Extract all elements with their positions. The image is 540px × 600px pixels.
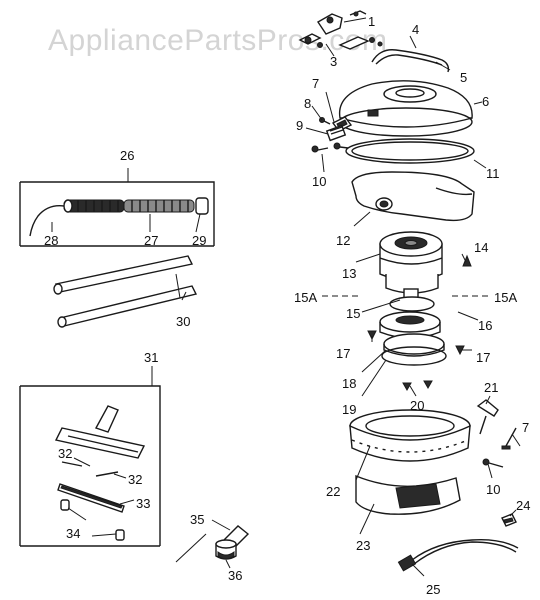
callout-5: 5: [460, 70, 467, 85]
part-29-cuff: [195, 197, 209, 215]
callout-17-left: 17: [336, 346, 350, 361]
callout-9: 9: [296, 118, 303, 133]
part-33-squeegee-strip: [57, 483, 125, 513]
callout-14: 14: [474, 240, 488, 255]
callout-7-lower: 7: [522, 420, 529, 435]
callout-15a-left: 15A: [294, 290, 317, 305]
callout-15a-right: 15A: [494, 290, 517, 305]
part-34-plugs: [60, 499, 125, 541]
part-10-screw-lower: [482, 458, 504, 468]
callout-6: 6: [482, 94, 489, 109]
part-25-power-cord: [397, 538, 519, 572]
part-28-wand-bend: [29, 199, 73, 237]
callout-18: 18: [342, 376, 356, 391]
callout-13: 13: [342, 266, 356, 281]
part-6-motor-cover: [338, 80, 473, 137]
part-32-squeegees: [61, 461, 119, 477]
callout-30: 30: [176, 314, 190, 329]
part-26-hose-frame: [19, 168, 215, 247]
callout-23: 23: [356, 538, 370, 553]
part-31-floor-kit-frame: [19, 366, 161, 547]
part-13-motor-fan: [379, 231, 443, 294]
part-16-impeller-housing: [379, 311, 441, 339]
part-7-pin-lower: [501, 427, 517, 450]
part-3-screw: [298, 33, 323, 48]
part-11-gasket: [345, 138, 475, 164]
callout-32-left: 32: [58, 446, 72, 461]
part-12-filter-sleeve: [351, 171, 475, 222]
callout-10-top: 10: [312, 174, 326, 189]
callout-32-right: 32: [128, 472, 142, 487]
part-30-extension-wands: [53, 255, 198, 328]
part-21-latch: [476, 399, 499, 435]
callout-31: 31: [144, 350, 158, 365]
callout-17-right: 17: [476, 350, 490, 365]
leader-lines: [51, 17, 521, 577]
part-18-float-cage: [383, 333, 445, 357]
callout-34: 34: [66, 526, 80, 541]
callout-7-top: 7: [312, 76, 319, 91]
part-20-fasteners: [402, 380, 433, 392]
callout-25: 25: [426, 582, 440, 597]
part-22-tank: [349, 409, 471, 462]
callout-15: 15: [346, 306, 360, 321]
part-17-screw-left: [367, 330, 377, 341]
callout-36: 36: [228, 568, 242, 583]
callout-20: 20: [410, 398, 424, 413]
part-27-hose: [63, 199, 195, 213]
callout-1: 1: [368, 14, 375, 29]
part-9-strain-relief: [325, 124, 347, 142]
callout-16: 16: [478, 318, 492, 333]
callout-22: 22: [326, 484, 340, 499]
part-1-switch: [317, 10, 367, 35]
callout-33: 33: [136, 496, 150, 511]
callout-labels: 1 3 4 5 6 7 8 9 10 11 12 13 14 15A 15A 1…: [44, 14, 530, 597]
part-15-shaft: [389, 288, 435, 312]
callout-19: 19: [342, 402, 356, 417]
callout-26: 26: [120, 148, 134, 163]
callout-10-lower: 10: [486, 482, 500, 497]
callout-35: 35: [190, 512, 204, 527]
callout-12: 12: [336, 233, 350, 248]
callout-21: 21: [484, 380, 498, 395]
callout-11: 11: [486, 166, 500, 181]
part-19-base-plate: [381, 346, 447, 366]
callout-24: 24: [516, 498, 530, 513]
callout-27: 27: [144, 233, 158, 248]
callout-4: 4: [412, 22, 419, 37]
part-35-36-adapter: [175, 525, 250, 563]
part-31-floor-nozzle: [54, 405, 146, 459]
callout-8: 8: [304, 96, 311, 111]
callout-29: 29: [192, 233, 206, 248]
part-4-latch: [338, 36, 383, 50]
callout-28: 28: [44, 233, 58, 248]
callout-3: 3: [330, 54, 337, 69]
part-10-screws-top: [311, 142, 349, 153]
part-24-cap: [501, 513, 517, 527]
part-23-bumper: [355, 474, 461, 515]
part-5-handle: [371, 49, 450, 73]
